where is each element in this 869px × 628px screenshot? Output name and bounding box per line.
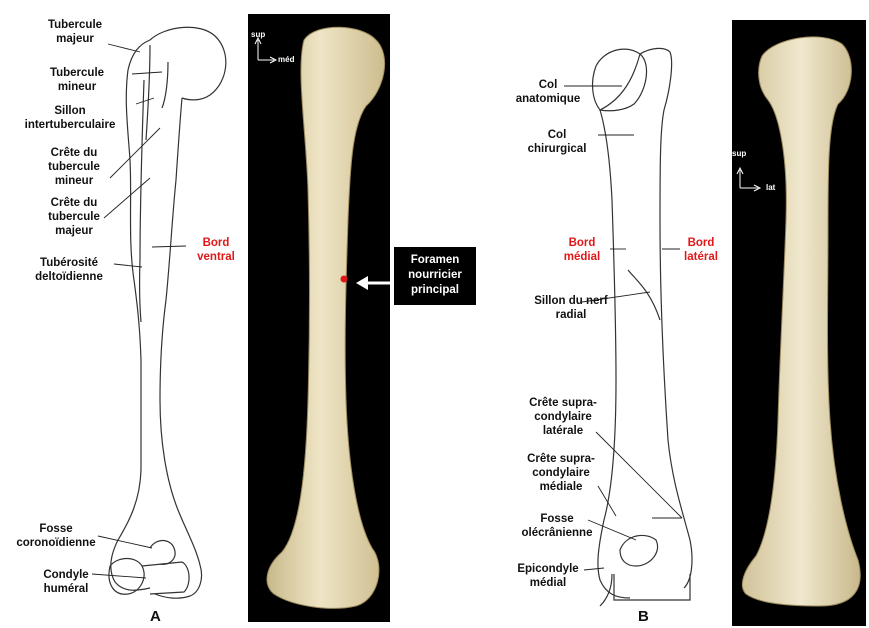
label-line: Bord — [556, 236, 608, 250]
panel-label-b: B — [638, 610, 649, 624]
orientation-arrows-a — [255, 38, 276, 63]
label-col-chirurgical: Col chirurgical — [516, 128, 598, 156]
label-crete-supracondylaire-laterale: Crête supra- condylaire latérale — [522, 396, 604, 438]
label-col-anatomique: Col anatomique — [512, 78, 584, 106]
label-crete-tubercule-mineur: Crête du tubercule mineur — [38, 146, 110, 188]
foramen-arrow — [356, 276, 392, 290]
orientation-med-a: méd — [278, 55, 294, 64]
label-fosse-olecranienne: Fosse olécrânienne — [516, 512, 598, 540]
label-fosse-coronoidienne: Fosse coronoïdienne — [10, 522, 102, 550]
label-line: Condyle — [36, 568, 96, 582]
label-line: olécrânienne — [516, 526, 598, 540]
label-line: Bord — [676, 236, 726, 250]
panel-label-a: A — [150, 610, 161, 624]
leader-lines-b — [564, 86, 682, 570]
label-line: mineur — [46, 80, 108, 94]
label-line: Crête supra- — [522, 396, 604, 410]
label-line: Epicondyle — [510, 562, 586, 576]
label-line: anatomique — [512, 92, 584, 106]
label-line: latéral — [676, 250, 726, 264]
label-line: médial — [510, 576, 586, 590]
label-line: intertuberculaire — [8, 118, 132, 132]
label-line: huméral — [36, 582, 96, 596]
label-line: Crête supra- — [520, 452, 602, 466]
label-line: coronoïdienne — [10, 536, 102, 550]
label-line: majeur — [38, 224, 110, 238]
orientation-sup-a: sup — [251, 30, 265, 39]
label-line: condylaire — [520, 466, 602, 480]
label-tubercule-mineur: Tubercule mineur — [46, 66, 108, 94]
foramen-line-3: principal — [394, 283, 476, 298]
diagram-b-outline — [593, 48, 692, 606]
label-tuberosite-deltoidienne: Tubérosité deltoïdienne — [22, 256, 116, 284]
label-line: Col — [516, 128, 598, 142]
label-sillon-nerf-radial: Sillon du nerf radial — [520, 294, 622, 322]
label-line: Sillon du nerf — [520, 294, 622, 308]
label-line: Bord — [186, 236, 246, 250]
label-bord-lateral: Bord latéral — [676, 236, 726, 264]
label-line: Tubérosité — [22, 256, 116, 270]
orientation-lat-b: lat — [766, 183, 775, 192]
foramen-dot — [341, 276, 348, 283]
label-line: Sillon — [8, 104, 132, 118]
label-line: latérale — [522, 424, 604, 438]
label-tubercule-majeur: Tubercule majeur — [44, 18, 106, 46]
orientation-arrows-b — [737, 168, 760, 191]
label-line: Crête du — [38, 196, 110, 210]
humerus-photo-a-bone — [267, 27, 385, 608]
label-line: Fosse — [516, 512, 598, 526]
label-line: ventral — [186, 250, 246, 264]
label-line: médiale — [520, 480, 602, 494]
label-line: Tubercule — [44, 18, 106, 32]
label-crete-supracondylaire-mediale: Crête supra- condylaire médiale — [520, 452, 602, 494]
label-bord-ventral: Bord ventral — [186, 236, 246, 264]
label-condyle-humeral: Condyle huméral — [36, 568, 96, 596]
label-bord-medial: Bord médial — [556, 236, 608, 264]
label-line: médial — [556, 250, 608, 264]
label-line: deltoïdienne — [22, 270, 116, 284]
label-line: chirurgical — [516, 142, 598, 156]
humerus-photo-b-bone — [742, 37, 860, 606]
label-crete-tubercule-majeur: Crête du tubercule majeur — [38, 196, 110, 238]
label-line: tubercule — [38, 160, 110, 174]
foramen-line-2: nourricier — [394, 268, 476, 283]
orientation-sup-b: sup — [732, 149, 746, 158]
label-line: Col — [512, 78, 584, 92]
label-line: radial — [520, 308, 622, 322]
label-line: majeur — [44, 32, 106, 46]
foramen-callout: Foramen nourricier principal — [394, 247, 476, 305]
label-epicondyle-medial: Epicondyle médial — [510, 562, 586, 590]
label-line: condylaire — [522, 410, 604, 424]
label-sillon-intertuberculaire: Sillon intertuberculaire — [8, 104, 132, 132]
foramen-line-1: Foramen — [394, 247, 476, 268]
label-line: mineur — [38, 174, 110, 188]
label-line: Crête du — [38, 146, 110, 160]
label-line: Fosse — [10, 522, 102, 536]
label-line: tubercule — [38, 210, 110, 224]
label-line: Tubercule — [46, 66, 108, 80]
